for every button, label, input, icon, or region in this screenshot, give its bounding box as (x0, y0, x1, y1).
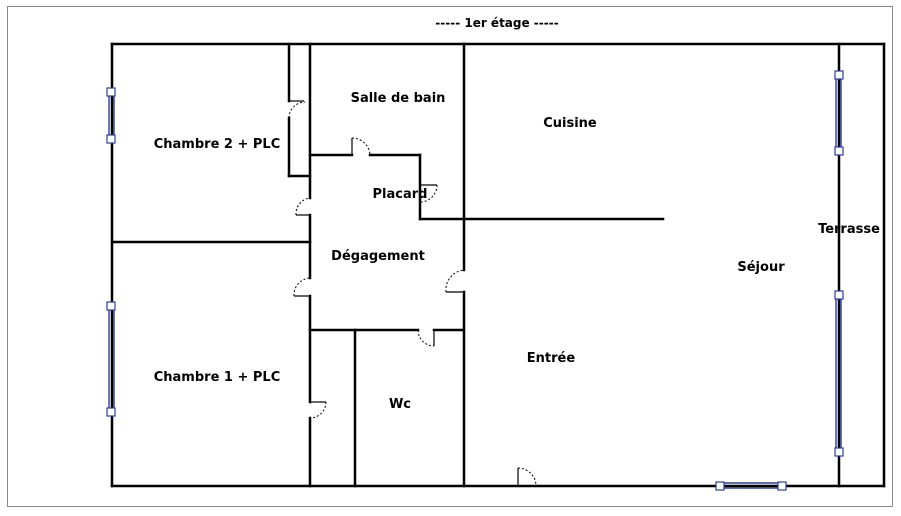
window-chambre1 (106, 301, 116, 417)
window-chambre2 (106, 87, 116, 144)
room-label-chambre2: Chambre 2 + PLC (154, 137, 281, 152)
plan-title: ----- 1er étage ----- (435, 16, 558, 30)
room-label-placard: Placard (373, 187, 428, 202)
door-plc-chambre1 (309, 401, 327, 419)
room-label-wc: Wc (389, 397, 411, 412)
room-label-entree: Entrée (527, 351, 576, 366)
window-entree (715, 481, 787, 491)
room-labels: Chambre 2 + PLC Chambre 1 + PLC Salle de… (154, 91, 880, 412)
window-sejour-lower (834, 290, 844, 457)
door-entree (517, 467, 537, 487)
page-frame (7, 6, 893, 507)
doors (288, 100, 537, 487)
door-salle-de-bain (351, 137, 371, 156)
door-wc (417, 329, 435, 347)
room-label-sejour: Séjour (737, 260, 785, 275)
door-sejour (445, 269, 465, 293)
window-sejour-upper (834, 70, 844, 156)
room-label-salle-de-bain: Salle de bain (351, 91, 446, 106)
interior-walls (110, 42, 841, 488)
room-label-degagement: Dégagement (331, 249, 425, 264)
door-plc-chambre2 (288, 100, 306, 119)
room-label-chambre1: Chambre 1 + PLC (154, 370, 281, 385)
windows (106, 70, 844, 491)
door-placard (419, 184, 438, 203)
room-label-terrasse: Terrasse (818, 222, 880, 237)
door-chambre1 (293, 277, 311, 297)
door-chambre2 (295, 197, 311, 216)
room-label-cuisine: Cuisine (543, 116, 597, 131)
